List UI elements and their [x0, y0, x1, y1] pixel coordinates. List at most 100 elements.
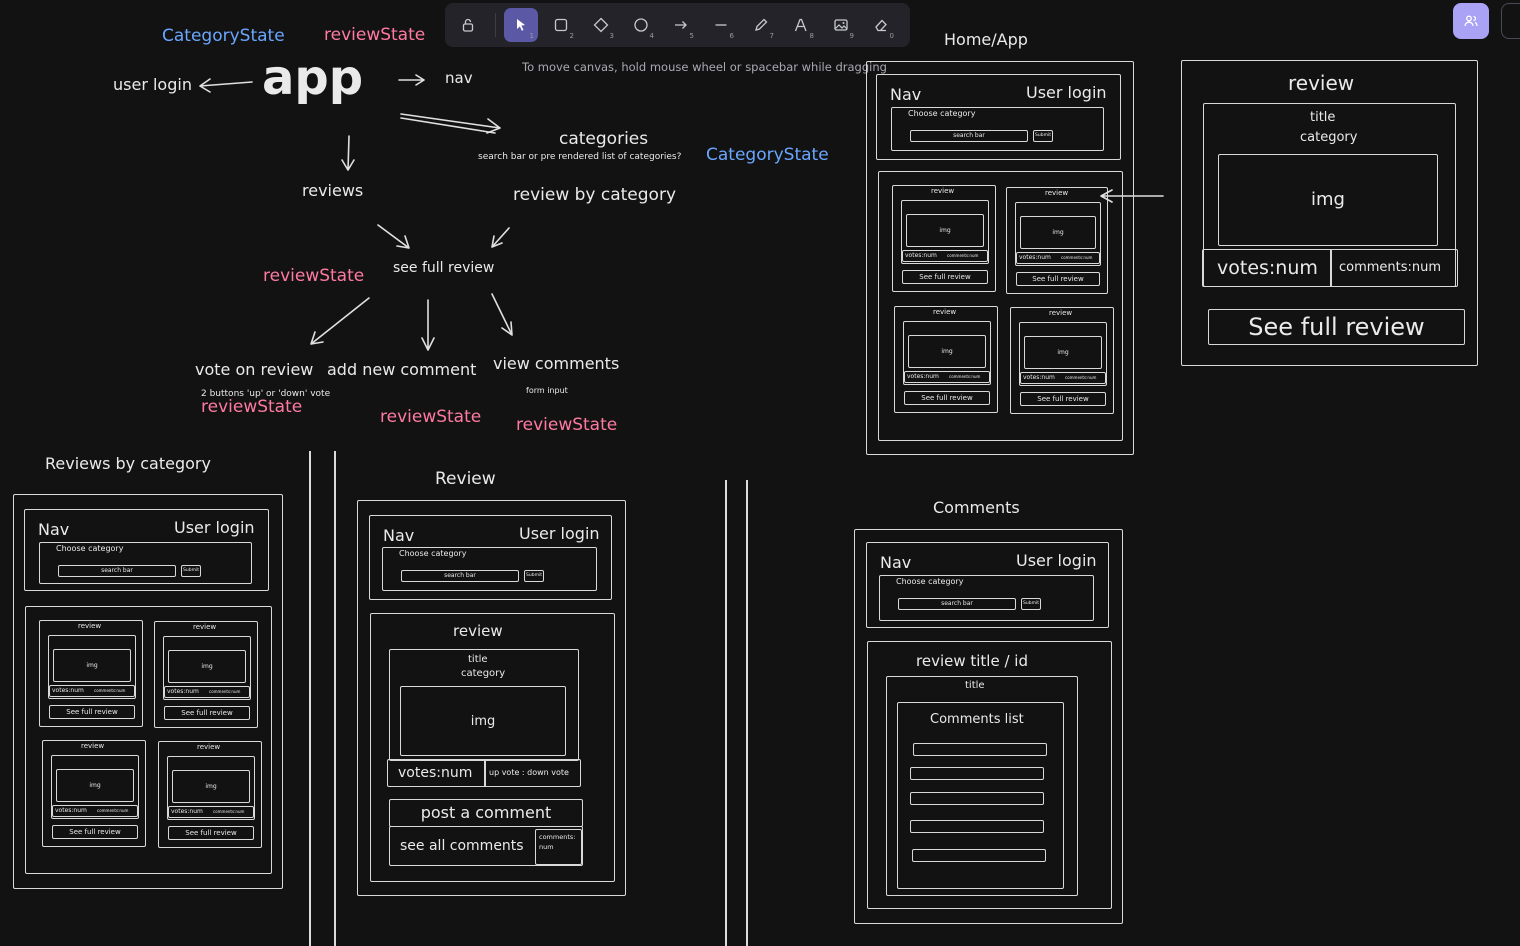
mini-review-card: review img votes:num comments:num See fu… [154, 621, 258, 728]
text-shortcut: 8 [809, 32, 814, 40]
rbc-frame: Nav User login Choose category search ba… [13, 494, 283, 889]
choose-category-label: Choose category [399, 549, 467, 558]
add-comment-node: add new comment [327, 360, 477, 379]
mini-stats: votes:num comments:num [904, 371, 990, 383]
review-detail-box: review title category img votes:num up v… [370, 613, 615, 882]
mini-inner: img votes:num comments:num [167, 756, 255, 820]
submit-label: Submit [1035, 132, 1051, 138]
choose-category-label: Choose category [908, 109, 976, 118]
mini-stats: votes:num comments:num [902, 250, 988, 262]
library-button[interactable] [1501, 3, 1520, 39]
arrow-icon [675, 21, 687, 29]
rectangle-icon [554, 18, 568, 32]
comments-detail-box: review title / id title Comments list [867, 641, 1112, 909]
mini-review-card: review img votes:num comments:num See fu… [42, 740, 146, 847]
divider-line [309, 451, 311, 946]
review-card-inner: title category img [1203, 103, 1456, 287]
eraser-tool-button[interactable]: 0 [864, 8, 898, 42]
select-shortcut: 1 [529, 32, 534, 40]
ellipse-tool-button[interactable]: 4 [624, 8, 658, 42]
mini-inner: img votes:num comments:num [51, 755, 139, 819]
mini-see-full: See full review [164, 706, 250, 720]
rectangle-tool-button[interactable]: 2 [544, 8, 578, 42]
mini-votes: votes:num [1023, 374, 1055, 381]
mini-img: img [56, 769, 134, 802]
comments-title-label: title [965, 680, 985, 691]
category-box: Choose category search bar Submit [879, 575, 1094, 621]
submit-label: Submit [183, 567, 199, 573]
mini-review-label: review [81, 742, 105, 750]
arrow-full-to-add [421, 299, 435, 351]
mini-votes: votes:num [52, 687, 84, 694]
arrow-shortcut: 5 [689, 32, 694, 40]
mini-votes: votes:num [1019, 254, 1051, 261]
card-img-box: img [1218, 154, 1438, 246]
mini-inner: img votes:num comments:num [1019, 322, 1107, 386]
lock-button[interactable] [451, 8, 485, 42]
choose-category-label: Choose category [896, 577, 964, 586]
mini-img: img [53, 649, 131, 682]
drawing-toolbar: 1 2 3 4 5 6 7 8 9 0 [445, 3, 910, 47]
detail-img-box: img [400, 686, 566, 756]
collaborate-button[interactable] [1453, 3, 1489, 39]
search-bar: search bar [58, 565, 176, 577]
image-tool-button[interactable]: 9 [824, 8, 858, 42]
canvas-hint: To move canvas, hold mouse wheel or spac… [522, 60, 887, 74]
arrow-full-to-vote [310, 297, 370, 345]
mini-comments: comments:num [1061, 255, 1093, 260]
pencil-tool-button[interactable]: 7 [744, 8, 778, 42]
line-tool-button[interactable]: 6 [704, 8, 738, 42]
divider-line [746, 480, 748, 946]
mini-votes: votes:num [905, 252, 937, 259]
user-login-node: user login [113, 75, 192, 94]
reviews-node: reviews [302, 181, 364, 200]
category-state-label: CategoryState [162, 26, 285, 46]
mini-comments: comments:num [949, 374, 981, 379]
line-shortcut: 6 [729, 32, 734, 40]
review-frame: Nav User login Choose category search ba… [357, 500, 626, 896]
text-tool-button[interactable]: 8 [784, 8, 818, 42]
image-icon [834, 19, 848, 31]
diamond-icon [593, 17, 609, 33]
mini-review-label: review [1049, 309, 1073, 317]
mini-img-label: img [86, 661, 98, 669]
mini-img: img [1020, 216, 1096, 249]
arrow-app-to-login [199, 78, 253, 93]
review-state-label-3: reviewState [201, 397, 303, 417]
divider-line [725, 480, 727, 946]
mini-review-label: review [931, 187, 955, 195]
detail-votes: votes:num [398, 765, 473, 781]
review-grid: review img votes:num comments:num See fu… [25, 606, 272, 874]
nav-label: Nav [880, 553, 912, 572]
header-box: Nav User login Choose category search ba… [369, 515, 612, 600]
mini-see-full: See full review [1020, 392, 1106, 406]
choose-category-label: Choose category [56, 544, 124, 553]
search-bar-label: search bar [444, 572, 476, 579]
select-tool-button[interactable]: 1 [504, 8, 538, 42]
stats-divider [1330, 250, 1332, 286]
mini-img: img [1024, 336, 1102, 369]
arrow-app-to-categories [400, 113, 501, 134]
arrow-tool-button[interactable]: 5 [664, 8, 698, 42]
see-full-review-node: see full review [393, 260, 495, 276]
rectangle-shortcut: 2 [569, 32, 574, 40]
select-icon [517, 19, 525, 31]
categories-note: search bar or pre rendered list of categ… [478, 152, 682, 162]
mini-img-label: img [939, 226, 951, 234]
pencil-shortcut: 7 [769, 32, 774, 40]
mini-review-label: review [1045, 189, 1069, 197]
diamond-tool-button[interactable]: 3 [584, 8, 618, 42]
see-all-comments-label: see all comments [400, 838, 524, 854]
submit-box: Submit [524, 570, 544, 582]
mini-inner: img votes:num comments:num [48, 635, 136, 699]
review-state-label-4: reviewState [380, 407, 482, 427]
view-comments-node: view comments [493, 354, 620, 373]
arrow-category-to-full [491, 227, 510, 248]
mini-see-full-label: See full review [69, 827, 121, 836]
post-comment-label: post a comment [420, 803, 552, 822]
mini-img: img [908, 335, 986, 368]
mini-stats: votes:num comments:num [1016, 252, 1100, 264]
search-bar: search bar [401, 570, 519, 582]
mini-review-label: review [197, 743, 221, 751]
mini-see-full-label: See full review [919, 272, 971, 281]
